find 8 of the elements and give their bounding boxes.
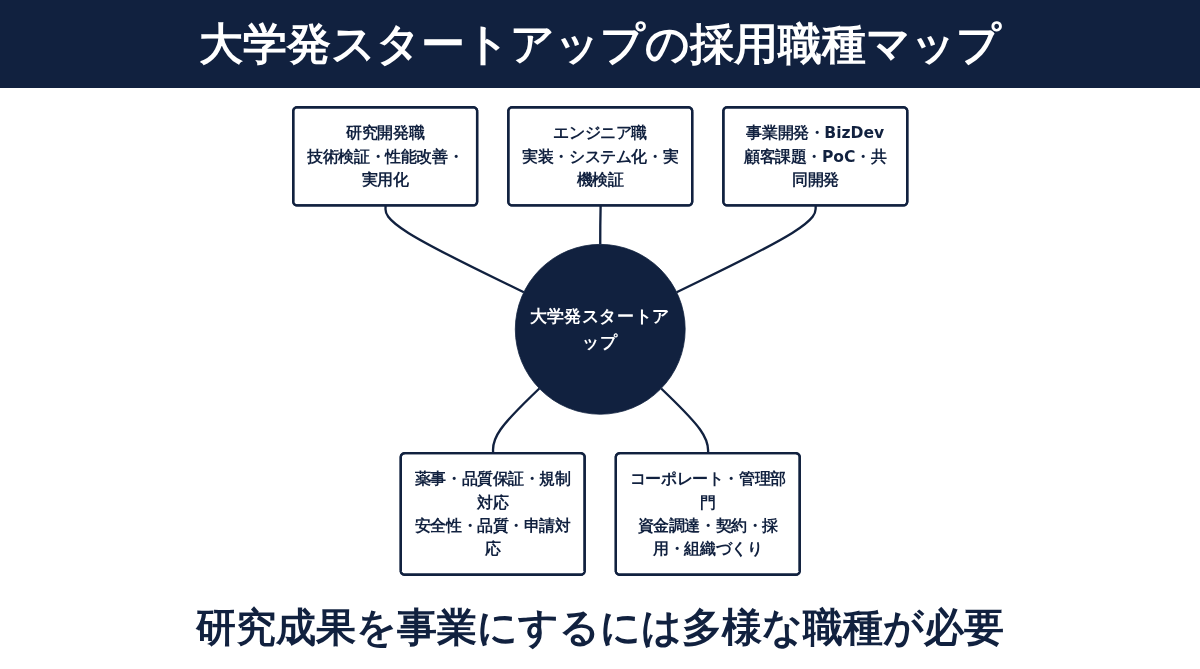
title: 大学発スタートアップの採用職種マップ: [0, 0, 1200, 88]
caption: 研究成果を事業にするには多様な職種が必要: [195, 603, 1005, 652]
connector: [384, 205, 525, 294]
connector: [598, 205, 602, 245]
connector: [660, 387, 710, 454]
connector: [491, 387, 540, 454]
connector: [675, 205, 817, 294]
node-circle: 大学発スタートアップ: [514, 244, 686, 415]
